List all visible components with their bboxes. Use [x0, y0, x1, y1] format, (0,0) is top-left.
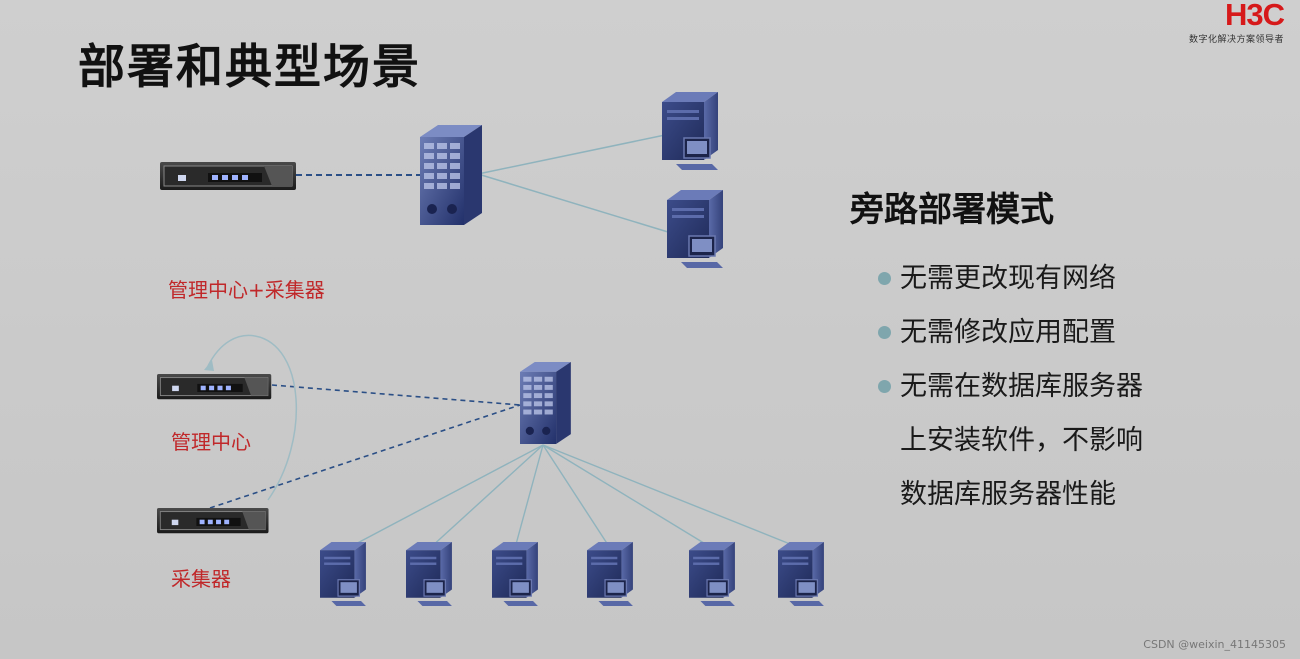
- feature-item: 无需修改应用配置: [878, 306, 1198, 360]
- feature-text-continued: 数据库服务器性能: [900, 479, 1116, 510]
- slide-title: 部署和典型场景: [78, 40, 421, 95]
- db-server-bottom-2-icon: [405, 541, 453, 607]
- h3c-logo: H3C 数字化解决方案领导者: [1184, 0, 1285, 45]
- label-collector: 采集器: [171, 567, 231, 591]
- logo-mark: H3C: [1224, 0, 1285, 32]
- bullet-dot-icon: [878, 326, 891, 339]
- feature-item: 无需更改现有网络: [878, 252, 1198, 306]
- db-server-top-1-icon: [661, 91, 719, 171]
- db-server-bottom-6-icon: [777, 541, 825, 607]
- db-server-bottom-4-icon: [586, 541, 634, 607]
- db-server-bottom-3-icon: [491, 541, 539, 607]
- label-mgmt-plus-collector: 管理中心+采集器: [168, 278, 325, 302]
- watermark: CSDN @weixin_41145305: [1143, 638, 1286, 651]
- bullet-dot-icon: [878, 272, 891, 285]
- core-switch-bottom-icon: [520, 362, 571, 444]
- appliance-collector-icon: [156, 507, 269, 534]
- core-switch-top-icon: [420, 125, 482, 225]
- db-server-bottom-1-icon: [319, 541, 367, 607]
- feature-item: 无需在数据库服务器 上安装软件，不影响 数据库服务器性能: [878, 360, 1198, 522]
- bottom-links: [204, 334, 801, 549]
- db-server-bottom-5-icon: [688, 541, 736, 607]
- db-server-top-2-icon: [666, 189, 724, 269]
- feature-text: 无需更改现有网络: [900, 263, 1116, 294]
- feature-text-continued: 上安装软件，不影响: [900, 425, 1143, 456]
- bullet-dot-icon: [878, 380, 891, 393]
- top-links: [296, 134, 669, 233]
- feature-text: 无需在数据库服务器: [900, 371, 1143, 402]
- feature-list: 无需更改现有网络 无需修改应用配置 无需在数据库服务器 上安装软件，不影响 数据…: [878, 252, 1198, 522]
- panel-title: 旁路部署模式: [850, 190, 1054, 230]
- logo-tagline: 数字化解决方案领导者: [1188, 35, 1284, 45]
- feature-text: 无需修改应用配置: [900, 317, 1116, 348]
- appliance-mgmt-icon: [156, 373, 272, 400]
- appliance-mgmt-collector-icon: [159, 161, 297, 191]
- label-mgmt-center: 管理中心: [171, 430, 251, 454]
